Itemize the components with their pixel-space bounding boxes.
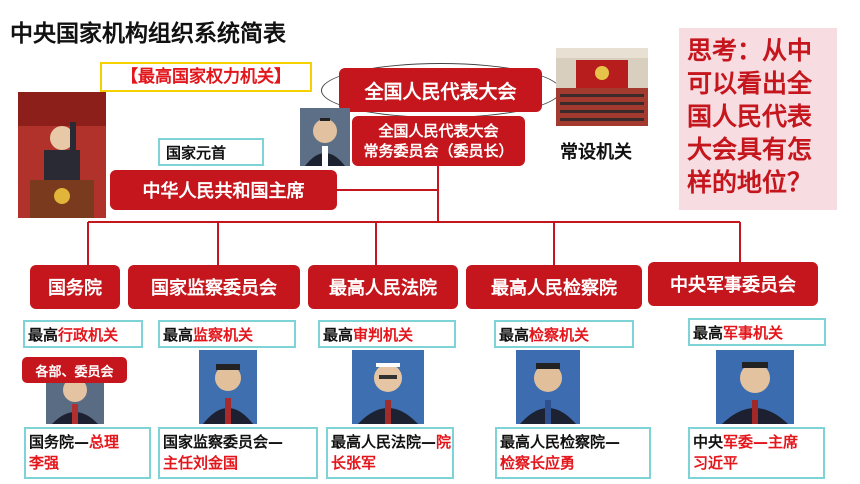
leader-title: 军委—主席 [723, 433, 799, 451]
leader-org: 国务院— [29, 433, 90, 451]
function-label-supervision: 最高监察机关 [158, 320, 296, 348]
function-label-military: 最高军事机关 [688, 318, 826, 346]
function-name: 审判机关 [353, 325, 414, 344]
court-president-photo [352, 350, 424, 424]
leader-title: 院长张军 [331, 433, 452, 472]
organ-box-supreme-court: 最高人民法院 [308, 265, 458, 309]
leader-name: 习近平 [693, 454, 739, 472]
leader-label-state-council: 国务院—总理李强 [24, 427, 151, 479]
leader-name: 李强 [29, 454, 60, 472]
supervision-director-photo [199, 350, 257, 424]
president-photo [18, 92, 106, 218]
great-hall-photo [556, 48, 648, 126]
npc-standing-committee-box: 全国人民代表大会 常务委员会（委员长） [352, 116, 525, 166]
npc-standing-line2: 常务委员会（委员长） [363, 142, 514, 160]
npc-box: 全国人民代表大会 [339, 68, 542, 112]
president-box: 中华人民共和国主席 [110, 170, 337, 210]
leader-label-military: 中央军委—主席习近平 [688, 427, 825, 479]
function-name: 行政机关 [58, 325, 119, 344]
standing-body-label: 常设机关 [560, 142, 632, 163]
leader-org: 最高人民检察院— [500, 433, 621, 451]
function-label-state-council: 最高行政机关 [23, 320, 143, 348]
npc-standing-line1: 全国人民代表大会 [378, 122, 499, 140]
head-of-state-label: 国家元首 [158, 138, 264, 166]
leader-title: 检察长应勇 [500, 454, 576, 472]
leader-title: 总理 [89, 433, 120, 451]
organ-box-central-military-commission: 中央军事委员会 [648, 262, 818, 306]
organ-box-supervision-commission: 国家监察委员会 [128, 265, 300, 309]
function-prefix: 最高 [163, 325, 194, 344]
highest-power-label: 【最高国家权力机关】 [100, 62, 312, 92]
function-name: 军事机关 [723, 323, 784, 342]
organ-box-supreme-procuratorate: 最高人民检察院 [466, 265, 642, 309]
function-prefix: 最高 [693, 323, 724, 342]
cmc-chairman-photo [716, 350, 794, 424]
function-prefix: 最高 [323, 325, 354, 344]
procurator-general-photo [516, 350, 580, 424]
leader-org: 最高人民法院— [331, 433, 437, 451]
function-label-procuratorate: 最高检察机关 [494, 320, 634, 348]
function-prefix: 最高 [499, 325, 530, 344]
organ-box-state-council: 国务院 [30, 265, 120, 309]
leader-label-court: 最高人民法院—院长张军 [326, 427, 454, 479]
function-name: 检察机关 [529, 325, 590, 344]
page-title: 中央国家机构组织系统简表 [10, 21, 286, 47]
leader-label-supervision: 国家监察委员会— 主任刘金国 [158, 427, 318, 479]
leader-org: 国家监察委员会— [163, 433, 284, 451]
chairman-photo [300, 108, 350, 166]
function-label-court: 最高审判机关 [318, 320, 456, 348]
leader-org: 中央 [693, 433, 724, 451]
leader-label-procuratorate: 最高人民检察院— 检察长应勇 [495, 427, 651, 479]
function-name: 监察机关 [193, 325, 254, 344]
ministries-label: 各部、委员会 [22, 357, 127, 383]
think-question-box: 思考：从中可以看出全国人民代表大会具有怎样的地位？ [679, 28, 837, 210]
function-prefix: 最高 [28, 325, 59, 344]
leader-title: 主任刘金国 [163, 454, 239, 472]
